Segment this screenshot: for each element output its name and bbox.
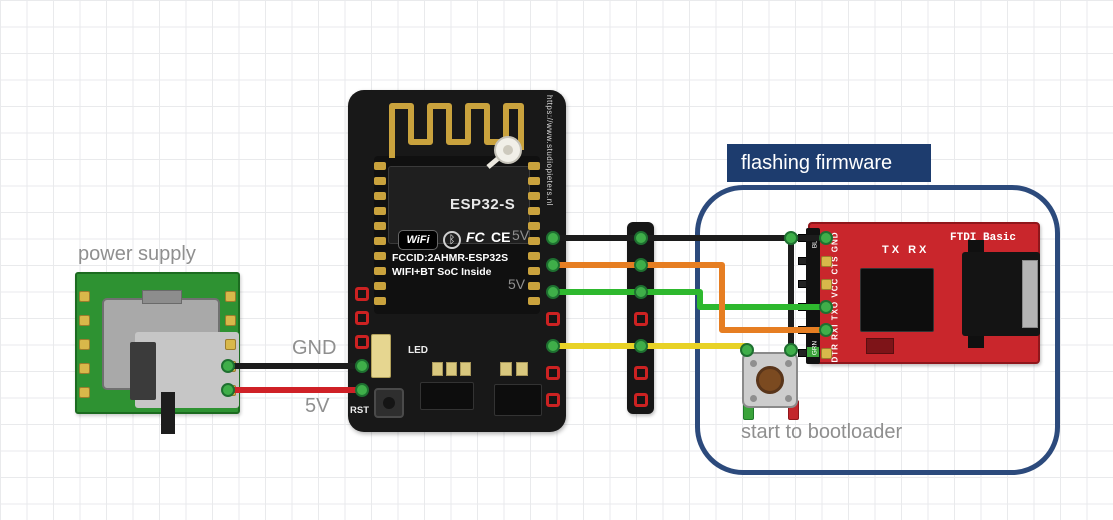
solder-pad — [78, 314, 90, 326]
button-actuator — [756, 366, 784, 394]
castellation-pad — [528, 267, 540, 275]
studiopieters-url: https://www.studiopieters.nl — [545, 95, 554, 206]
usb-tab-top — [142, 290, 182, 304]
smd-part — [460, 362, 471, 376]
solder-pad — [820, 232, 832, 244]
pin-hole — [546, 393, 560, 407]
button-leg — [750, 395, 757, 402]
smd-part — [500, 362, 512, 376]
castellation-pad — [528, 297, 540, 305]
castellation-pad — [374, 282, 386, 290]
power-supply-board — [75, 272, 240, 434]
castellation-pad — [528, 282, 540, 290]
pin-hole — [546, 366, 560, 380]
ftdi-basic-board: DTR RXI TXO VCC CTS GND BLK GRN TX RX FT… — [806, 222, 1040, 364]
smd-part — [432, 362, 443, 376]
solder-pad — [820, 255, 832, 267]
pin-hole — [634, 393, 648, 407]
castellation-pad — [374, 297, 386, 305]
castellation-pad — [374, 192, 386, 200]
ftdi-basic-label: FTDI Basic — [950, 232, 1017, 244]
usb-contacts — [1022, 260, 1038, 328]
mini-usb-connector — [102, 290, 239, 434]
pin-hole — [355, 287, 369, 301]
wifi-logo: WiFi — [398, 230, 438, 250]
button-leg — [785, 395, 792, 402]
usb-tab-top — [968, 240, 984, 252]
led-label: LED — [408, 345, 428, 356]
usb-port-inner — [161, 392, 175, 434]
castellation-pad — [528, 237, 540, 245]
solder-pad — [224, 314, 236, 326]
pin-hole — [634, 312, 648, 326]
bluetooth-icon: ᛒ — [443, 231, 461, 249]
solder-pad — [78, 338, 90, 350]
grn-pad — [807, 347, 819, 357]
ic-chip — [494, 384, 542, 416]
gnd-wire-label: GND — [292, 337, 337, 359]
ftdi-chip — [860, 268, 934, 332]
flashing-firmware-title: flashing firmware — [727, 144, 931, 182]
pin-hole — [634, 366, 648, 380]
castellation-pad — [374, 177, 386, 185]
castellation-pad — [374, 207, 386, 215]
bootloader-push-button — [742, 352, 798, 408]
capacitor-yellow — [371, 334, 391, 378]
castellation-pad — [528, 207, 540, 215]
solder-pad — [78, 290, 90, 302]
ftdi-component — [866, 338, 894, 354]
usb-port-opening — [130, 342, 175, 434]
smd-part — [516, 362, 528, 376]
pin-hole — [355, 335, 369, 349]
castellation-pad — [528, 192, 540, 200]
solder-pad — [224, 338, 236, 350]
castellation-pad — [374, 222, 386, 230]
castellation-pad — [374, 267, 386, 275]
reset-button-cap — [383, 397, 395, 409]
power-supply-label: power supply — [78, 243, 196, 265]
solder-pad — [820, 347, 832, 359]
reset-button — [374, 388, 404, 418]
esp32s-name: ESP32-S — [450, 196, 516, 213]
solder-pad — [78, 386, 90, 398]
solder-pad — [224, 290, 236, 302]
ce-mark: CE — [491, 229, 511, 245]
castellation-pad — [528, 177, 540, 185]
bootloader-label: start to bootloader — [741, 421, 903, 443]
esp32-cam-board: ESP32-S WiFi ᛒ FC CE 5V FCCID:2AHMR-ESP3… — [348, 90, 566, 432]
pin-hole — [546, 312, 560, 326]
rst-label: RST — [350, 405, 369, 416]
blk-label: BLK — [811, 235, 819, 249]
castellation-pad — [374, 237, 386, 245]
solder-pad — [78, 362, 90, 374]
castellation-pad — [528, 162, 540, 170]
usb-connector — [962, 240, 1040, 348]
fcc-mark: FC — [466, 229, 485, 245]
solder-pad — [820, 324, 832, 336]
button-leg — [750, 360, 757, 367]
tx-rx-label: TX RX — [882, 244, 930, 256]
fccid-line2: WIFI+BT SoC Inside — [392, 266, 492, 278]
smd-part — [446, 362, 457, 376]
castellation-pad — [528, 252, 540, 260]
grn-label: GRN — [811, 340, 819, 356]
ic-chip — [420, 382, 474, 410]
solder-pad — [224, 384, 236, 396]
5v-wire-label: 5V — [305, 395, 330, 417]
pin-hole — [355, 311, 369, 325]
solder-pad — [224, 360, 236, 372]
pin-label-5v-mid: 5V — [508, 276, 526, 292]
pin-label-5v-top: 5V — [512, 227, 530, 243]
castellation-pad — [528, 222, 540, 230]
solder-pad — [820, 278, 832, 290]
usb-tab-bottom — [968, 336, 984, 348]
button-leg — [785, 360, 792, 367]
castellation-pad — [374, 162, 386, 170]
solder-pad — [820, 301, 832, 313]
ftdi-pin-labels: DTR RXI TXO VCC CTS GND — [830, 231, 840, 363]
fccid-line1: FCCID:2AHMR-ESP32S — [392, 252, 509, 264]
castellation-pad — [374, 252, 386, 260]
